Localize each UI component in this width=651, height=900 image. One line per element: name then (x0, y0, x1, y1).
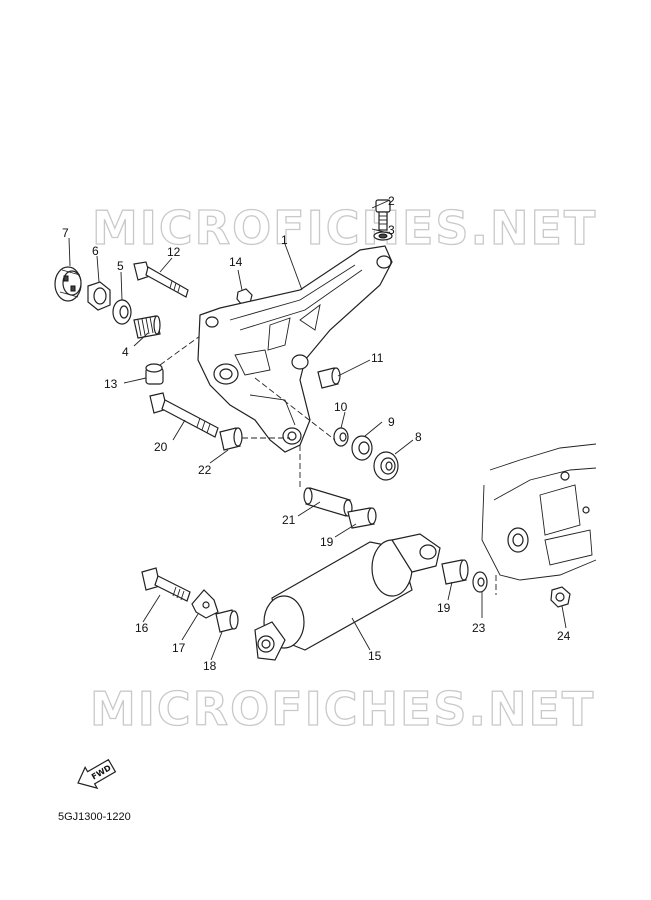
callout-5: 5 (117, 259, 124, 273)
callout-18: 18 (203, 659, 217, 673)
callout-7: 7 (62, 226, 69, 240)
part-19a-bushing (347, 507, 377, 529)
callout-13: 13 (104, 377, 118, 391)
callout-19a: 19 (320, 535, 334, 549)
part-17-plate (191, 589, 219, 619)
callout-24: 24 (557, 629, 571, 643)
watermark-top: MICROFICHES.NET (92, 201, 597, 255)
part-4-stud (133, 315, 161, 339)
part-9-bearing (351, 435, 373, 461)
part-5-washer (112, 299, 132, 325)
callout-11: 11 (371, 351, 384, 365)
part-1-bracket (197, 245, 393, 453)
callout-2: 2 (388, 194, 395, 208)
part-23-washer (472, 571, 488, 593)
part-8-bearing (373, 451, 399, 481)
engine-case-outline (481, 443, 597, 595)
callout-16: 16 (135, 621, 149, 635)
callout-14: 14 (229, 255, 243, 269)
callout-12: 12 (167, 245, 181, 259)
callout-15: 15 (368, 649, 382, 663)
callout-4: 4 (122, 345, 129, 359)
leader-lines (68, 199, 567, 661)
guide-line-2 (254, 377, 336, 441)
watermark-bottom: MICROFICHES.NET (90, 682, 595, 736)
callout-3: 3 (388, 223, 395, 237)
callout-8: 8 (415, 430, 422, 444)
part-16-bolt (141, 567, 191, 602)
part-12-bolt (133, 261, 189, 298)
callout-6: 6 (92, 244, 99, 258)
callout-21: 21 (282, 513, 296, 527)
part-19b-bushing (441, 559, 469, 585)
callout-20: 20 (154, 440, 168, 454)
part-24-nut (550, 586, 571, 608)
diagram-code: 5GJ1300-1220 (58, 811, 131, 823)
part-21-spacer (303, 487, 353, 517)
part-22-collar (219, 427, 243, 451)
part-15-shock-absorber (254, 533, 441, 661)
callout-19b: 19 (437, 601, 451, 615)
part-10-seal (333, 427, 349, 447)
part-20-bolt (149, 392, 219, 438)
part-18-collar (215, 609, 239, 633)
fwd-arrow-icon: FWD (77, 758, 117, 790)
part-2-bolt (375, 199, 391, 231)
callout-22: 22 (198, 463, 212, 477)
part-13-collar (145, 335, 201, 385)
part-6-nut (87, 281, 111, 311)
callout-10: 10 (334, 400, 348, 414)
callout-1: 1 (281, 233, 288, 247)
callout-17: 17 (172, 641, 186, 655)
callout-23: 23 (472, 621, 486, 635)
part-11-bushing (317, 367, 341, 389)
callout-9: 9 (388, 415, 395, 429)
part-7-cap (54, 266, 82, 302)
